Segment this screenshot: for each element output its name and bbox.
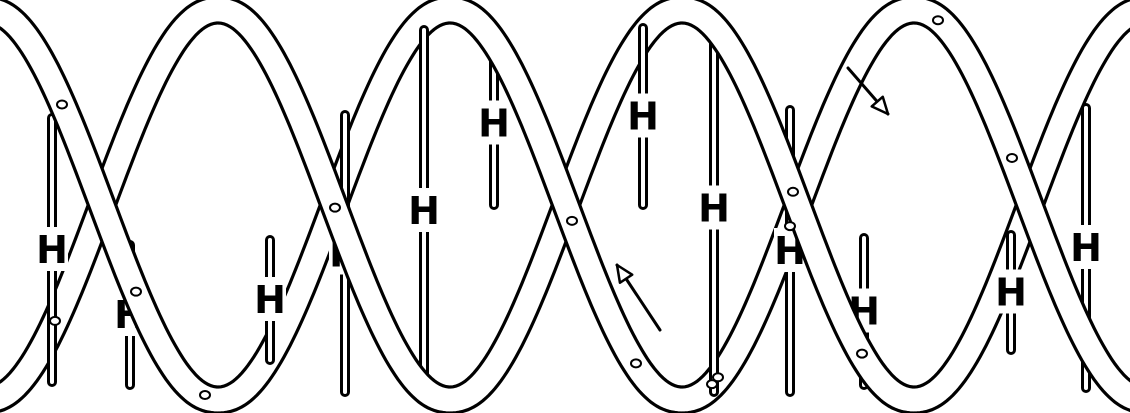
bond-h-label: H [1070,226,1102,270]
bond-h-label: H [698,187,730,231]
strand-marker [785,222,795,230]
strand-marker [933,16,943,24]
bond-h-label: H [478,102,510,146]
strand-marker [631,359,641,367]
strand-marker [330,204,340,212]
strand-marker [50,317,60,325]
hydrogen-bond: H [698,25,730,392]
strand-marker [788,188,798,196]
bond-h-label: H [627,95,659,139]
strand-marker [1007,154,1017,162]
strand-marker [57,100,67,108]
strand-marker [713,373,723,381]
bond-h-label: H [408,189,440,233]
strand-marker [131,288,141,296]
strand-marker [567,217,577,225]
strand-marker [200,391,210,399]
hydrogen-bond: H [408,30,440,392]
strand-marker [857,350,867,358]
bond-h-label: H [254,278,286,322]
bond-h-label: H [995,271,1027,315]
bond-h-label: H [36,228,68,272]
